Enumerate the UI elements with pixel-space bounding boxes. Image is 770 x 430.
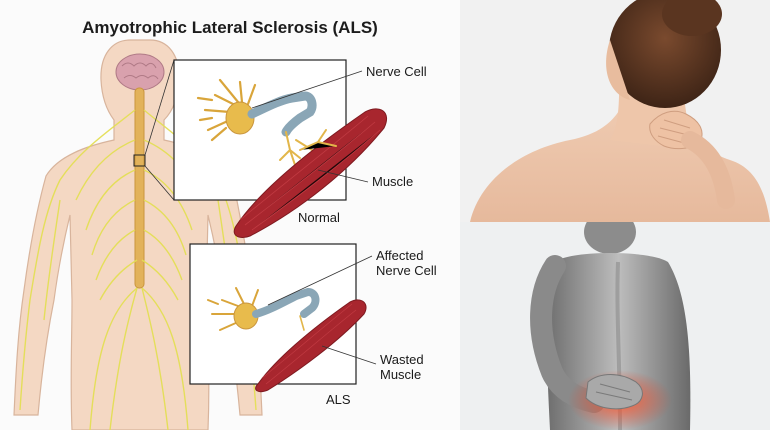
- muscle-label: Muscle: [372, 174, 414, 189]
- wasted-muscle-label-line1: Wasted: [380, 352, 424, 367]
- wasted-muscle: [255, 299, 367, 393]
- diagram-artwork: [13, 39, 388, 430]
- diagram-title: Amyotrophic Lateral Sclerosis (ALS): [82, 18, 378, 37]
- wasted-muscle-label-line2: Muscle: [380, 367, 422, 382]
- zoom-marker: [133, 154, 146, 167]
- als-diagram: Amyotrophic Lateral Sclerosis (ALS): [13, 18, 437, 430]
- brain: [115, 53, 165, 91]
- als-panel: [189, 243, 357, 385]
- spinal-cord: [134, 87, 145, 289]
- nerve-cell-label: Nerve Cell: [366, 64, 427, 79]
- healthy-neuron: [196, 78, 317, 169]
- neck-pain-photo: [460, 0, 770, 222]
- normal-caption: Normal: [298, 210, 340, 225]
- affected-nerve-cell-label-line2: Nerve Cell: [376, 263, 437, 278]
- affected-neuron: [207, 287, 320, 331]
- lower-back-pain-photo: [460, 222, 770, 430]
- affected-nerve-cell-label-line1: Affected: [376, 248, 424, 263]
- als-caption: ALS: [326, 392, 351, 407]
